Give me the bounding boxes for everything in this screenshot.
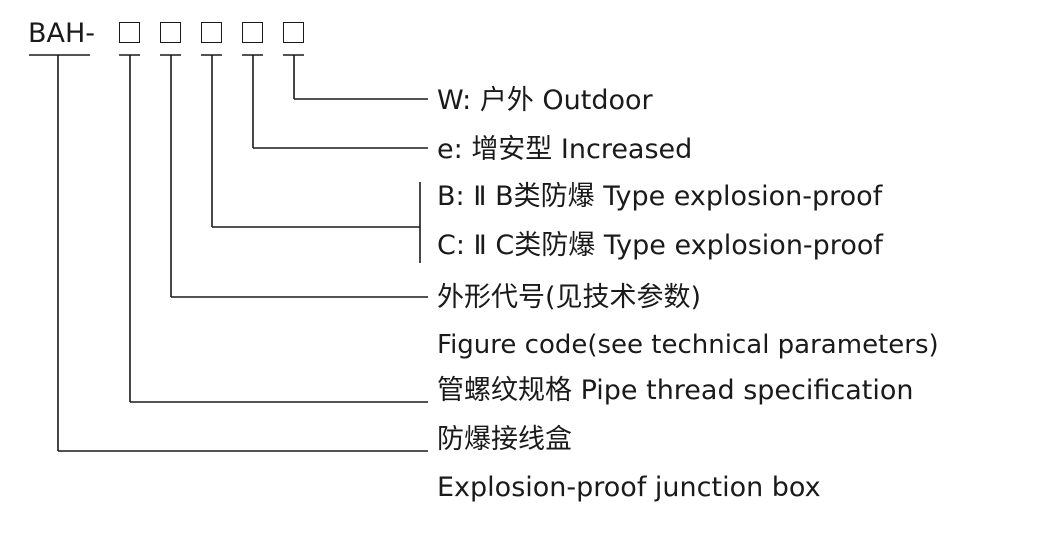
placeholder-box-4 xyxy=(242,22,263,43)
entry-text: Ⅱ C类防爆 Type explosion-proof xyxy=(473,230,883,261)
placeholder-box-3 xyxy=(201,22,222,43)
placeholder-box-2 xyxy=(160,22,181,43)
entry-pipe-thread: 管螺纹规格 Pipe thread specification xyxy=(437,375,914,406)
entry-text: 户外 Outdoor xyxy=(479,85,653,116)
entry-class-b: B: Ⅱ B类防爆 Type explosion-proof xyxy=(437,183,882,210)
entry-code: W: xyxy=(437,85,472,116)
placeholder-box-1 xyxy=(119,22,140,43)
entry-figure-code-cn: 外形代号(见技术参数) xyxy=(437,282,702,313)
entry-outdoor: W: 户外 Outdoor xyxy=(437,87,653,114)
entry-increased: e: 增安型 Increased xyxy=(437,136,692,163)
entry-text: 增安型 Increased xyxy=(471,134,693,165)
model-prefix: BAH- xyxy=(28,18,96,49)
placeholder-box-5 xyxy=(283,22,304,43)
entry-class-c: C: Ⅱ C类防爆 Type explosion-proof xyxy=(437,232,883,259)
entry-figure-code-en: Figure code(see technical parameters) xyxy=(437,330,939,360)
entry-text: Ⅱ B类防爆 Type explosion-proof xyxy=(473,181,883,212)
entry-junction-box-en: Explosion-proof junction box xyxy=(437,472,821,503)
entry-code: C: xyxy=(437,230,465,261)
entry-code: B: xyxy=(437,181,465,212)
entry-junction-box-cn: 防爆接线盒 xyxy=(437,424,572,455)
entry-code: e: xyxy=(437,134,463,165)
